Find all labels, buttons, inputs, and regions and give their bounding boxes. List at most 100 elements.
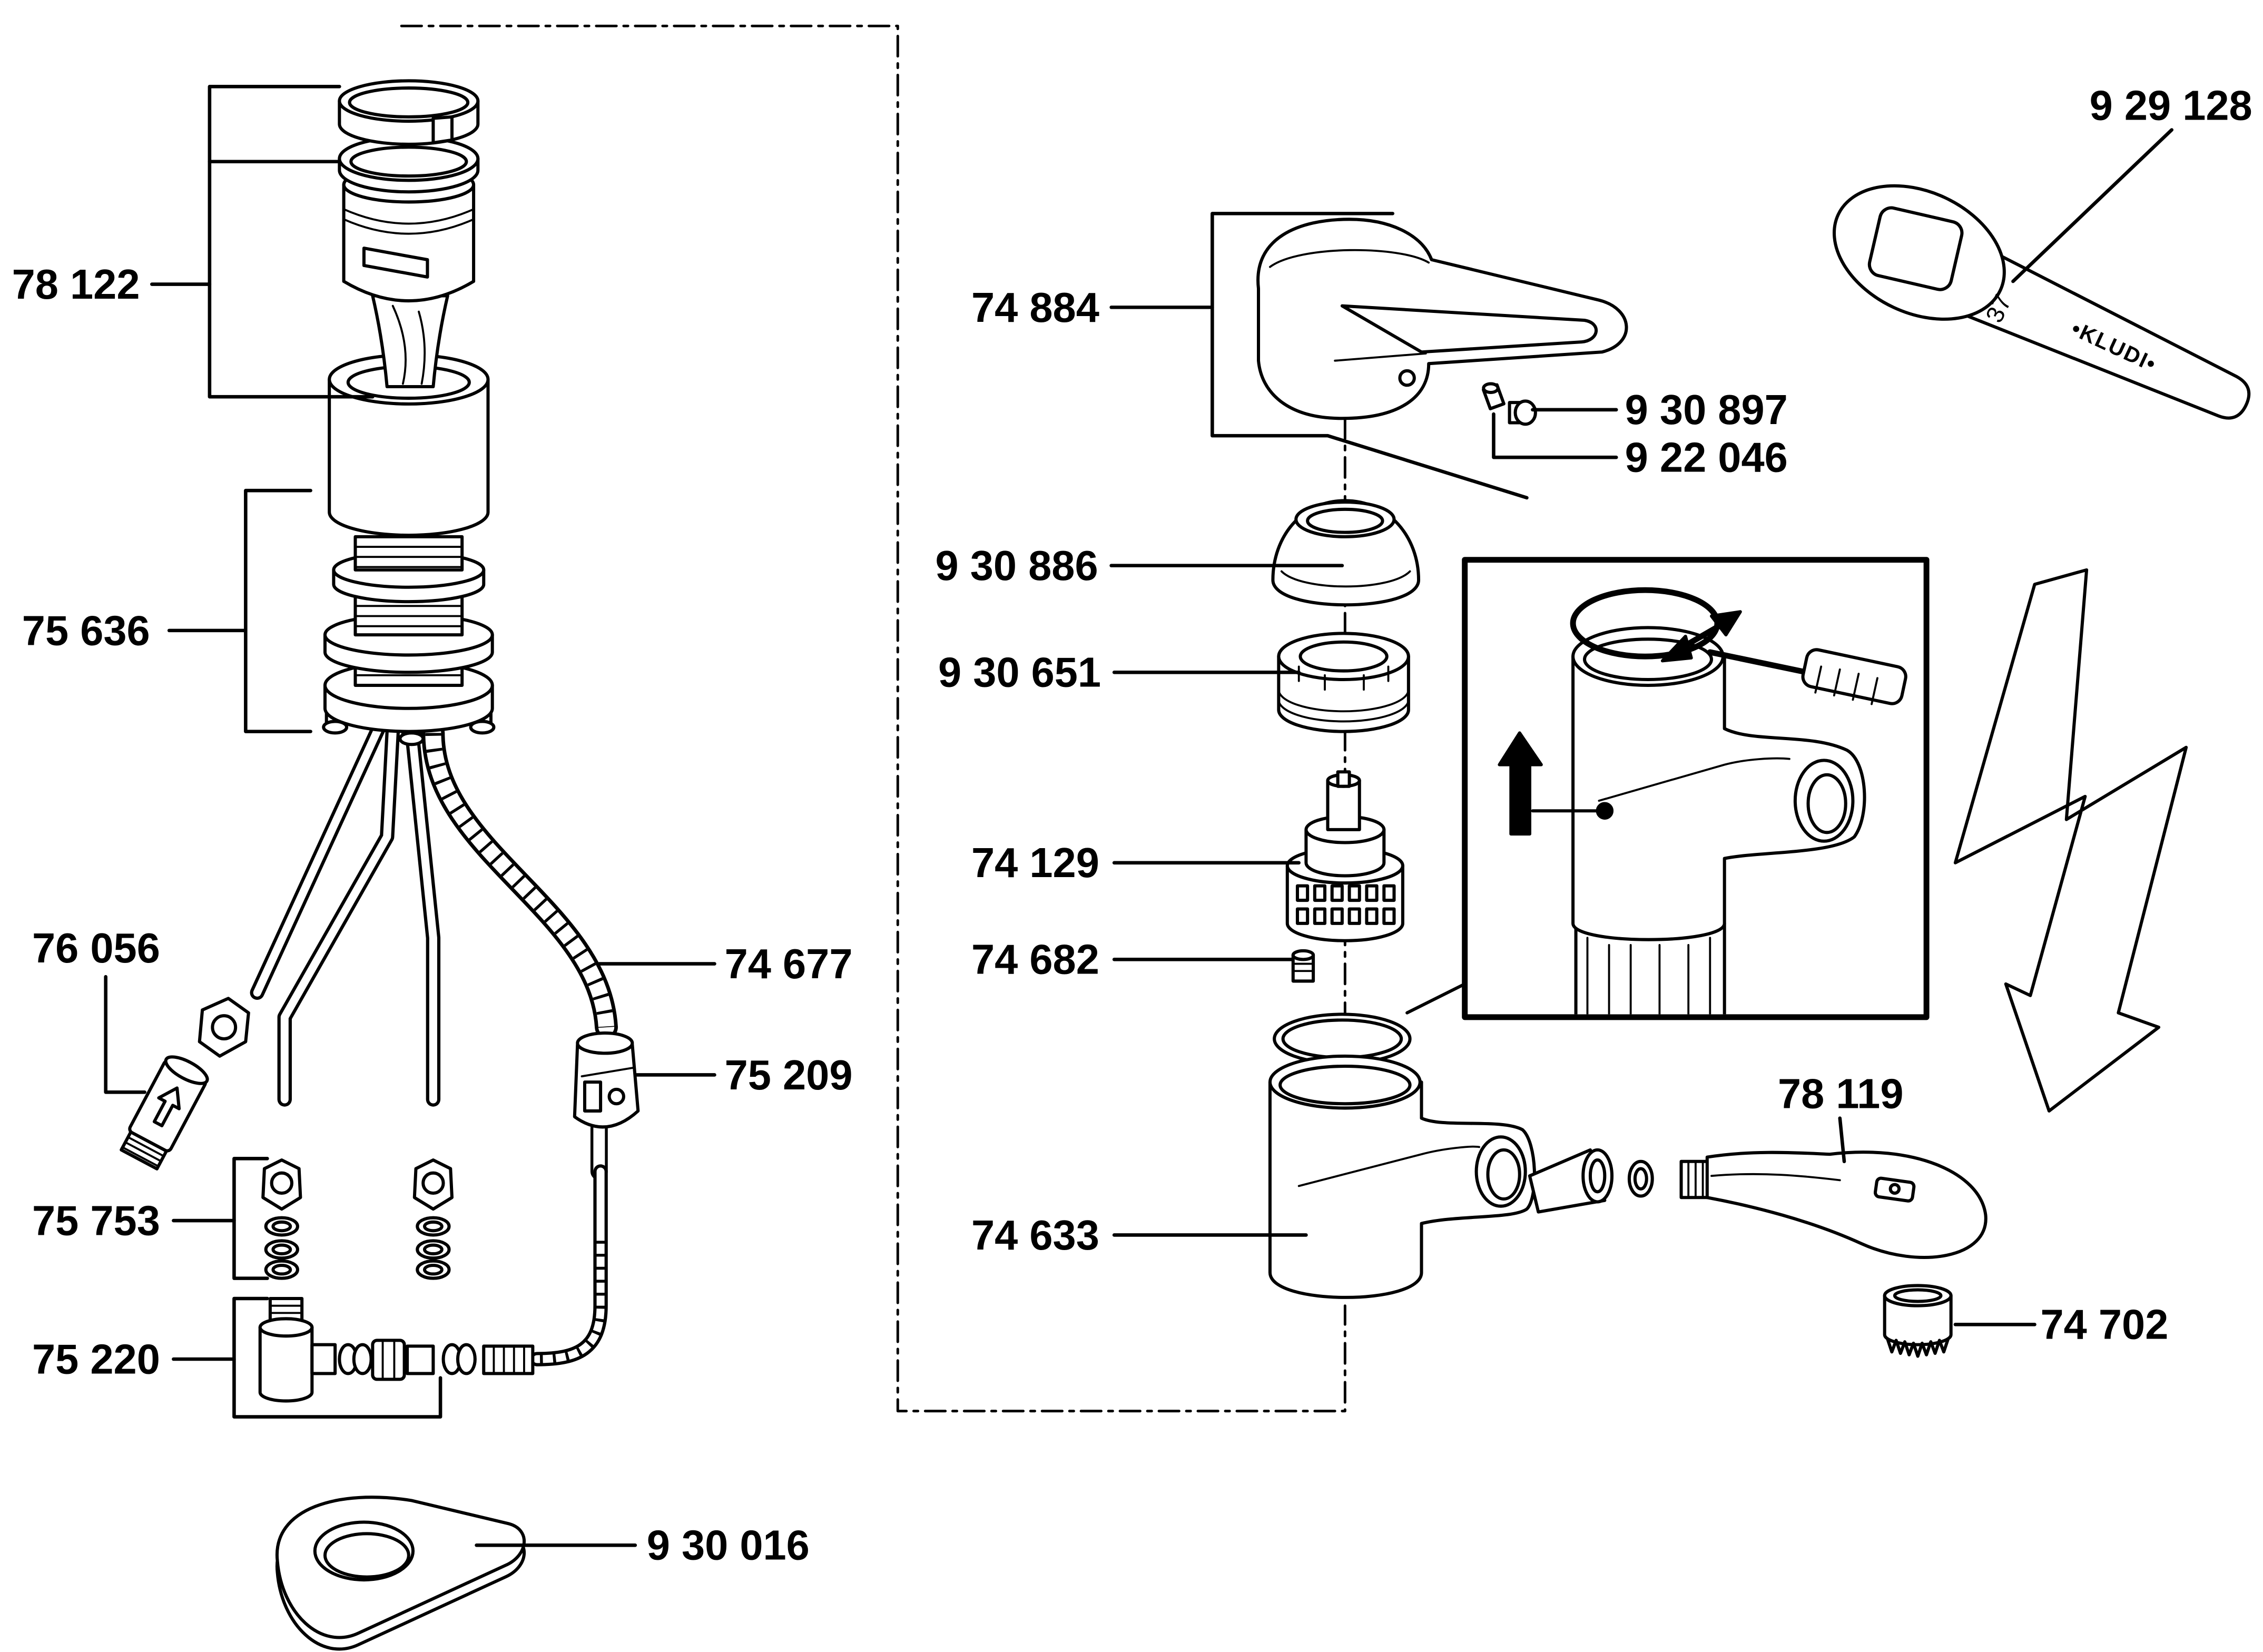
inset-detail-box-shape-shape xyxy=(1806,773,1847,834)
part-74129-ceramic-cartridge xyxy=(1285,770,1404,942)
part-78119-hand-shower-shape xyxy=(1888,1183,1901,1195)
inset-detail-box-shape-shape xyxy=(1598,757,1790,802)
part-75220-tee-set-shape xyxy=(371,1339,406,1381)
inset-detail-box-shape-shape xyxy=(1509,760,1531,836)
part-75753-nut-set-left xyxy=(261,1158,302,1280)
inset-detail-box-shape-shape xyxy=(1574,921,1726,1015)
inset-detail-box-shape-shape xyxy=(1660,634,1693,663)
part-75220-tee-set-shape xyxy=(352,1343,373,1375)
part-75753-nut-set-left-shape xyxy=(264,1239,299,1260)
part-74633-mixer-body-shape xyxy=(1268,1080,1537,1299)
part-75209-valve xyxy=(573,1031,640,1129)
part-label-75753: 75 753 xyxy=(32,1197,160,1244)
part-76056-strainer xyxy=(120,997,250,1171)
inset-detail-box-shape-shape xyxy=(1582,637,1714,682)
part-75753-nut-set-right-shape xyxy=(421,1171,445,1195)
part-75209-valve-shape xyxy=(580,1066,635,1078)
part-78122-cartridge-set-shape xyxy=(349,145,468,178)
bracket-75220 xyxy=(232,1296,442,1419)
part-75753-nut-set-right xyxy=(412,1158,454,1280)
part-74682-screw-shape xyxy=(1291,949,1315,961)
part-78122-cartridge-set xyxy=(328,79,490,537)
bracket-74884 xyxy=(1211,212,1529,500)
part-74677-connection-hoses-shape xyxy=(425,733,615,1028)
part-75636-mounting-set-shape xyxy=(398,731,425,746)
part-74682-screw-shape xyxy=(1292,962,1315,972)
part-75220-tee-set-shape xyxy=(406,1344,435,1375)
bracket-75753 xyxy=(232,1157,269,1280)
spout-connector-shape xyxy=(1581,1148,1614,1204)
part-label-930897: 9 30 897 xyxy=(1625,386,1788,433)
part-930651-threaded-nut-shape xyxy=(1277,632,1410,682)
part-74129-ceramic-cartridge-shape xyxy=(1382,884,1396,902)
leader-78119 xyxy=(1838,1116,1846,1164)
part-76056-strainer-shape-shape xyxy=(164,1055,209,1085)
part-75220-tee-set-shape xyxy=(258,1325,314,1403)
part-label-75209: 75 209 xyxy=(725,1051,853,1098)
part-label-74884: 74 884 xyxy=(971,284,1099,331)
part-922046-grub-screw-shape xyxy=(1482,382,1500,394)
part-929128-wrench: 37 •KLUDI• xyxy=(1833,184,2251,420)
part-label-930651: 9 30 651 xyxy=(938,649,1101,696)
part-75753-nut-set-right-shape xyxy=(422,1243,444,1256)
part-74677-connection-hoses-shape xyxy=(407,724,437,1104)
part-74129-ceramic-cartridge-shape xyxy=(1365,884,1379,902)
part-930886-cover-cap xyxy=(1271,499,1421,607)
spout-connector-shape xyxy=(1588,1158,1607,1194)
part-74702-aerator xyxy=(1883,1284,1953,1358)
part-label-75220: 75 220 xyxy=(32,1335,160,1382)
o-ring-spout-shape xyxy=(1627,1159,1654,1198)
part-label-929128: 9 29 128 xyxy=(2090,82,2252,129)
part-78122-cartridge-set-shape xyxy=(328,378,490,537)
spout-connector xyxy=(1528,1148,1614,1214)
leader-922046 xyxy=(1492,412,1618,459)
leader-76056 xyxy=(104,975,146,1094)
part-74633-mixer-body-shape xyxy=(1268,1054,1422,1110)
part-74677-connection-hoses-shape xyxy=(280,724,397,1104)
part-76056-strainer-shape-shape xyxy=(121,1136,165,1167)
part-74677-connection-hoses-shape xyxy=(253,724,382,997)
part-74129-ceramic-cartridge-shape xyxy=(1382,907,1396,925)
inset-detail-box-shape-shape xyxy=(1814,665,1878,705)
part-78122-cartridge-set-shape xyxy=(342,183,476,302)
part-75636-mounting-set xyxy=(322,535,496,746)
inset-detail-box-shape-shape xyxy=(1498,731,1543,766)
part-75209-valve-shape xyxy=(583,1080,603,1113)
part-78122-cartridge-set-shape xyxy=(342,208,475,225)
part-930016-base-gasket-shape xyxy=(323,1532,410,1579)
part-930016-base-gasket xyxy=(275,1496,526,1651)
part-label-74702: 74 702 xyxy=(2040,1301,2168,1348)
part-78122-cartridge-set-shape xyxy=(431,115,454,145)
part-74129-ceramic-cartridge-shape xyxy=(1313,884,1327,902)
o-ring-spout-shape xyxy=(1633,1167,1648,1191)
part-74702-aerator-shape xyxy=(1886,1337,1950,1358)
part-labels: 78 122 75 636 76 056 75 753 75 220 9 30 … xyxy=(12,82,2252,1568)
part-75220-tee-set xyxy=(258,1296,535,1403)
inset-detail-box-shape-shape xyxy=(1586,937,1711,1015)
part-930886-cover-cap-shape xyxy=(1280,570,1411,588)
part-label-74633: 74 633 xyxy=(971,1212,1099,1258)
part-78122-cartridge-set-shape xyxy=(371,294,449,389)
part-74129-ceramic-cartridge-shape xyxy=(1330,884,1344,902)
part-75220-tee-set-shape xyxy=(381,1339,396,1381)
part-76056-strainer-shape xyxy=(211,1014,238,1040)
diagram-art: 37 •KLUDI• xyxy=(104,24,2251,1651)
part-75220-tee-set-shape xyxy=(310,1343,337,1375)
part-75636-mounting-set-shape xyxy=(354,546,464,568)
inset-detail-box-shape-shape xyxy=(1801,648,1907,705)
part-75220-tee-set-shape xyxy=(482,1344,535,1375)
part-75753-nut-set-left-shape xyxy=(270,1171,293,1195)
part-label-76056: 76 056 xyxy=(32,925,160,971)
part-78119-hand-shower xyxy=(1679,1150,1987,1259)
part-922046-grub-screw xyxy=(1482,382,1506,410)
assembly-dashdot-line xyxy=(400,24,1346,1413)
inset-detail-box xyxy=(1462,557,1930,1020)
bracket-78122 xyxy=(208,85,375,399)
part-74884-lever-handle-shape xyxy=(1269,249,1430,268)
part-76056-strainer-shape-shape xyxy=(120,1130,168,1171)
part-930897-screw-cap-shape xyxy=(1513,399,1537,426)
part-74129-ceramic-cartridge-shape xyxy=(1295,884,1310,902)
part-74129-ceramic-cartridge-shape xyxy=(1347,907,1361,925)
part-74702-aerator-shape xyxy=(1893,1288,1943,1303)
part-75753-nut-set-left-shape xyxy=(264,1259,299,1280)
